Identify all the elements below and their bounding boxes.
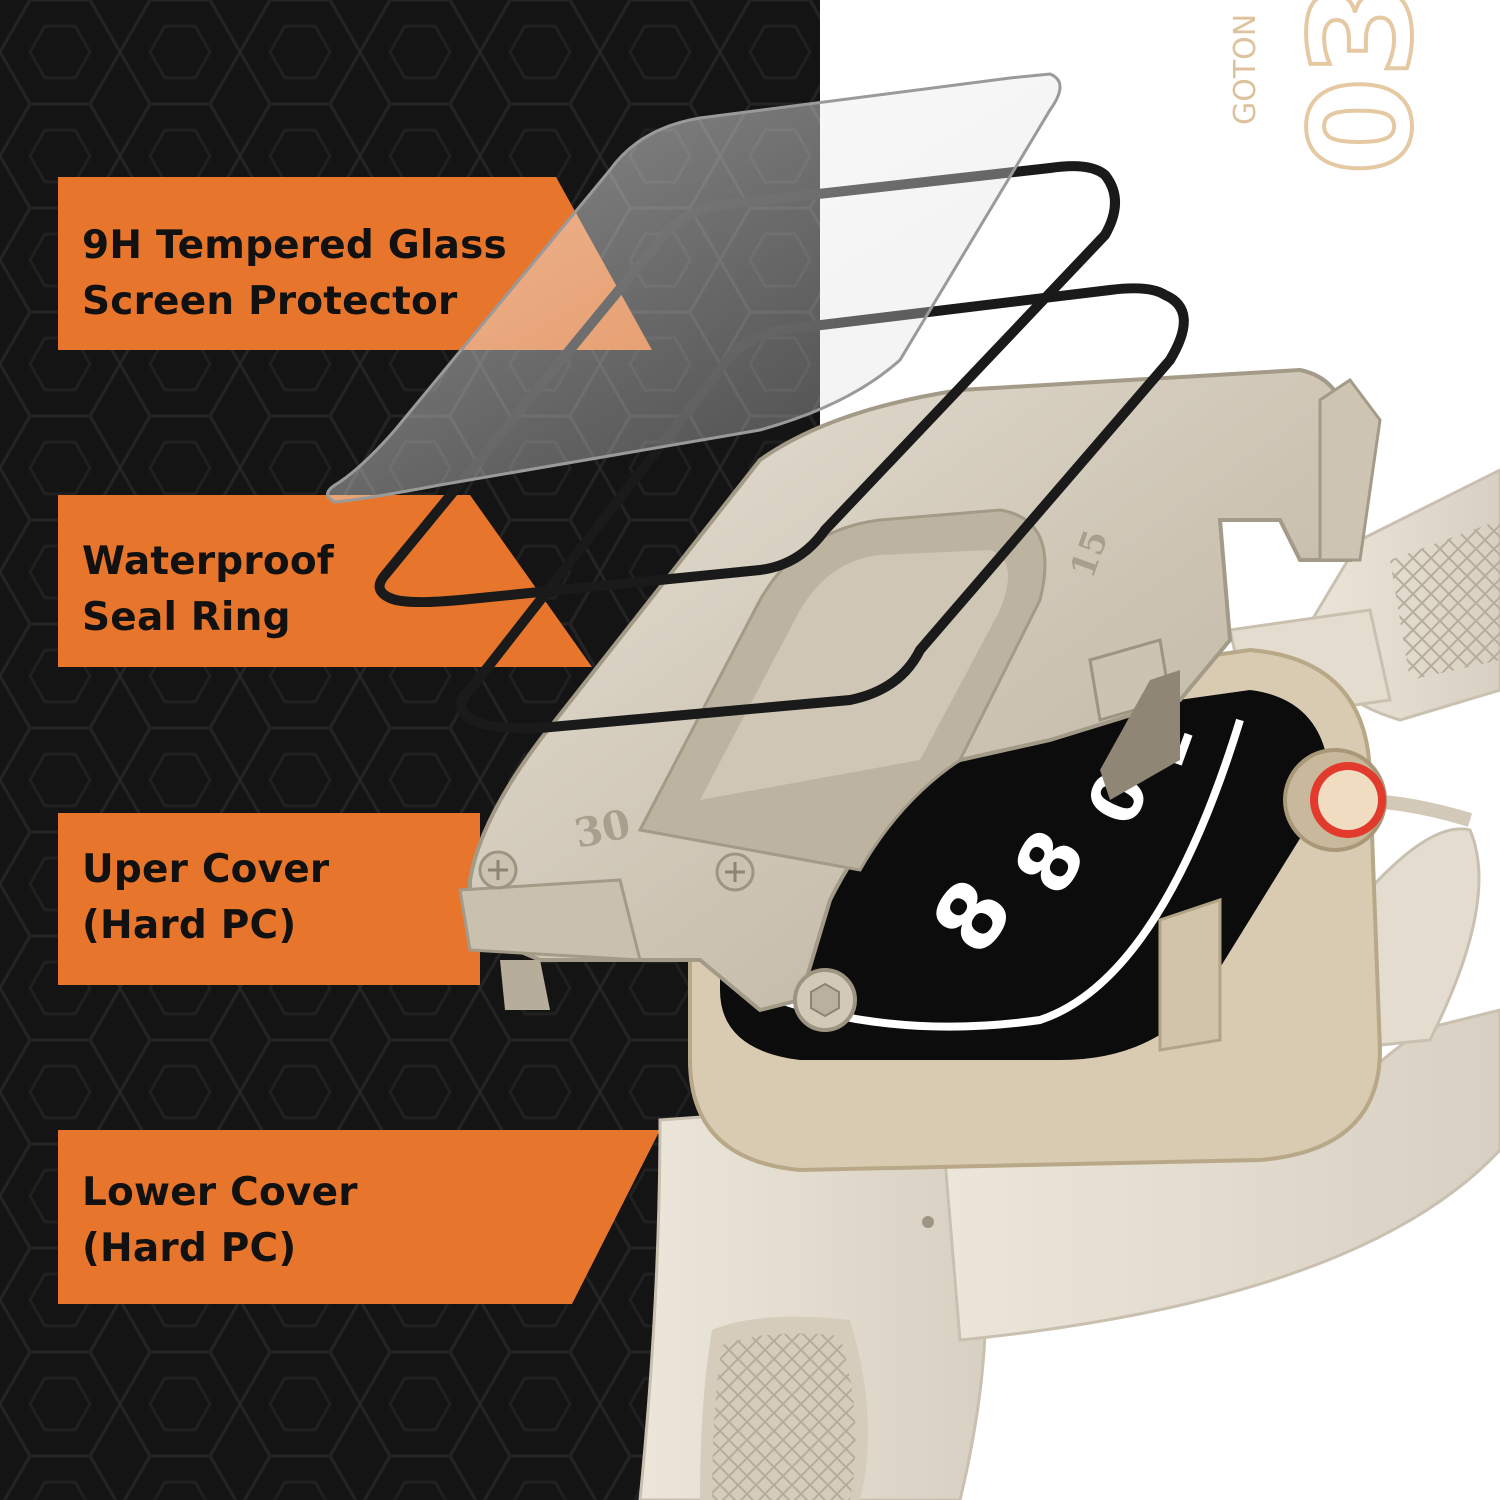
callout-upper-line2: (Hard PC) <box>82 903 297 948</box>
callout-seal-line1: Waterproof <box>82 539 334 584</box>
callout-banner-seal <box>58 495 592 667</box>
callout-upper-cover: Uper Cover (Hard PC) <box>82 842 329 954</box>
case-marking-30: 30 <box>570 800 634 858</box>
callout-lower-cover: Lower Cover (Hard PC) <box>82 1165 358 1277</box>
callout-lower-line1: Lower Cover <box>82 1170 358 1215</box>
callout-glass-line1: 9H Tempered Glass <box>82 223 507 268</box>
callout-banner-upper <box>58 813 480 985</box>
upper-cover-frame: 30 15 <box>458 367 1382 1032</box>
brand-number: 03 <box>1281 0 1444 175</box>
callout-seal-ring: Waterproof Seal Ring <box>82 534 334 646</box>
callout-glass: 9H Tempered Glass Screen Protector <box>82 218 507 330</box>
callout-upper-line1: Uper Cover <box>82 847 330 892</box>
digital-crown-icon <box>1283 748 1387 852</box>
callout-lower-line2: (Hard PC) <box>82 1226 297 1271</box>
watch-band-lower <box>638 1098 988 1500</box>
side-button <box>1158 897 1222 1052</box>
tempered-glass-sheet <box>326 72 1062 504</box>
callout-seal-line2: Seal Ring <box>82 595 291 640</box>
callout-banner-lower <box>58 1130 660 1304</box>
callout-glass-line2: Screen Protector <box>82 279 458 324</box>
brand-name: GOTON <box>1228 14 1263 125</box>
watch-band-upper <box>1228 468 1500 722</box>
